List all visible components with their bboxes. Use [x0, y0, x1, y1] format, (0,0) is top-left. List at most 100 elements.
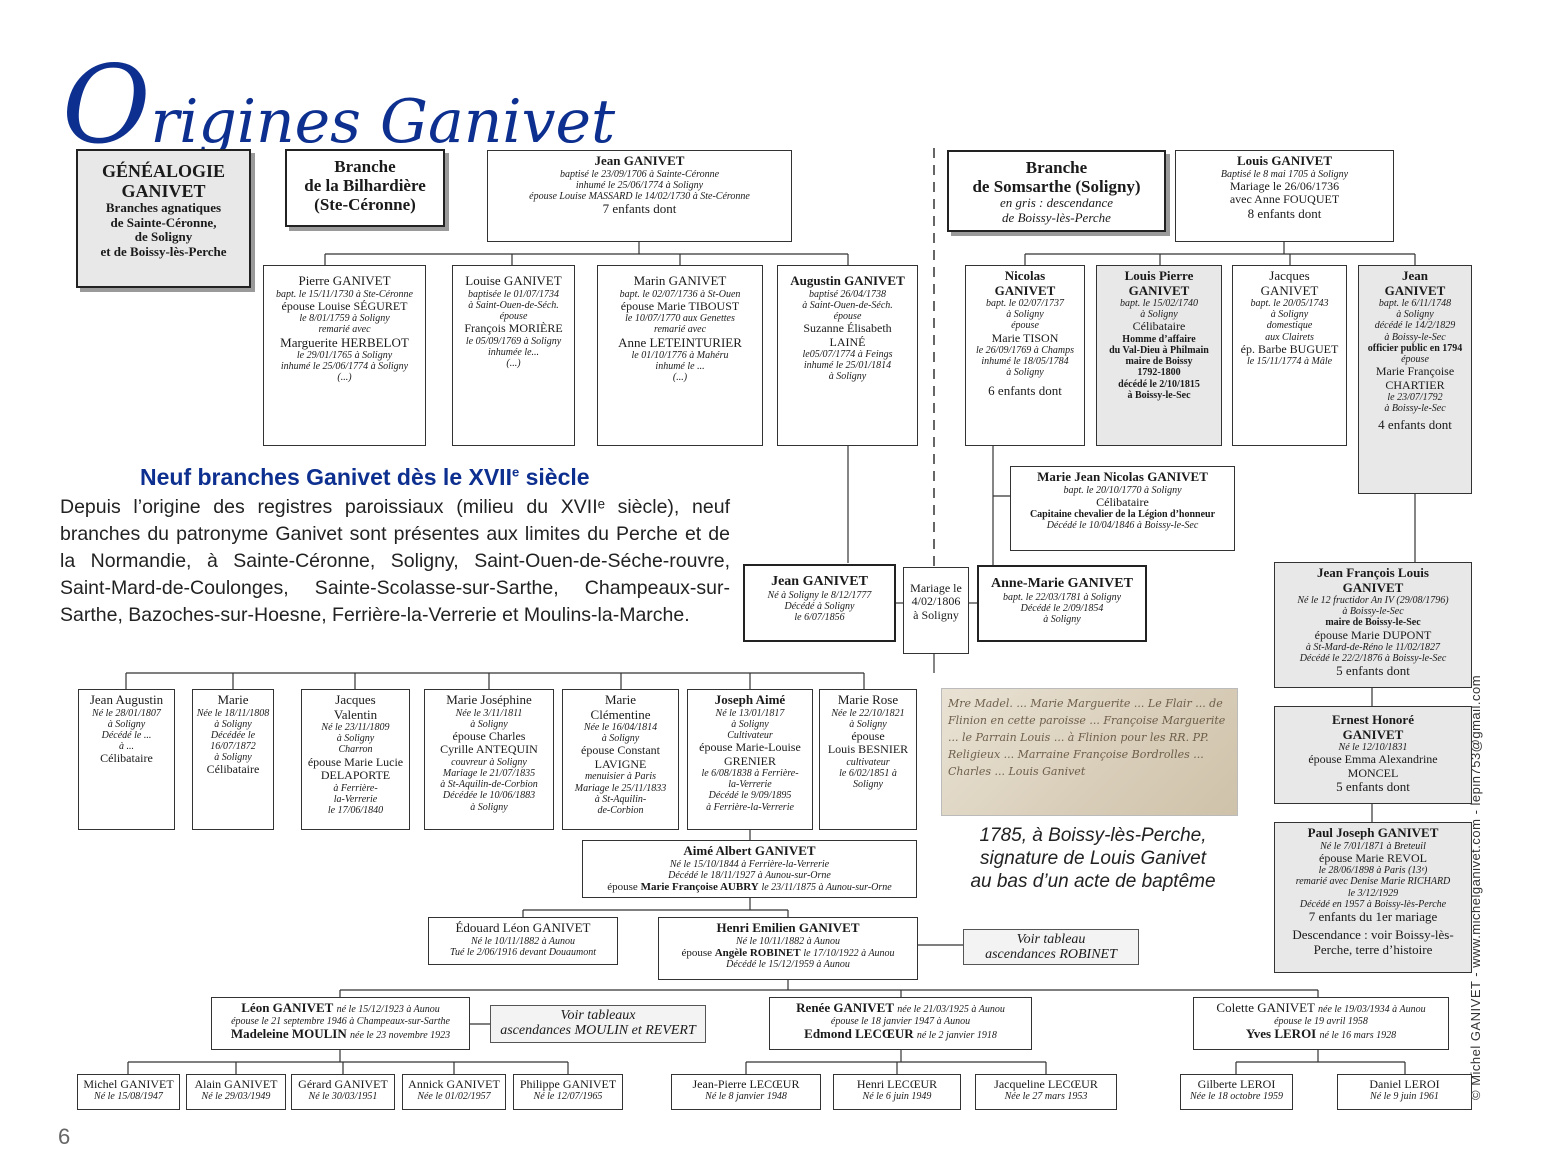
- person-detail: Né le 15/08/1947: [94, 1091, 163, 1103]
- person-detail: Né le 13/01/1817: [715, 707, 785, 719]
- person-detail: Né le 7/01/1871 à Breteuil: [1320, 840, 1426, 852]
- ref-robinet[interactable]: Voir tableau ascendances ROBINET: [963, 929, 1139, 965]
- person-detail: Marguerite HERBELOT: [280, 334, 409, 350]
- person-detail: baptisé 26/04/1738: [809, 288, 886, 300]
- person-detail: inhumé le 25/01/1814: [803, 360, 892, 372]
- person-name: Colette GANIVET: [1216, 1000, 1315, 1015]
- person-detail: Suzanne Élisabeth: [803, 321, 892, 336]
- header-line: (Ste-Céronne): [314, 195, 416, 215]
- page-number: 6: [58, 1124, 71, 1149]
- person-jean-1706: Jean GANIVET baptisé le 23/09/1706 à Sai…: [487, 150, 792, 242]
- person-detail: à Boissy-le-Sec: [1384, 331, 1446, 343]
- person-detail: à Soligny: [1140, 309, 1178, 321]
- person-gilberte: Gilberte LEROI Née le 18 octobre 1959: [1180, 1074, 1293, 1110]
- person-name: Jacques: [335, 692, 376, 707]
- page-title: Origines Ganivet: [62, 52, 615, 160]
- person-detail: avec Anne FOUQUET: [1229, 192, 1340, 207]
- person-detail: (...): [506, 357, 521, 369]
- person-detail: Charron: [338, 744, 373, 756]
- person-name: Anne-Marie GANIVET: [991, 576, 1133, 591]
- person-name: Jean-Pierre LECŒUR: [692, 1077, 800, 1091]
- person-detail: à Saint-Ouen-de-Séch.: [802, 299, 893, 311]
- header-line: en gris : descendance: [1000, 195, 1113, 211]
- person-gerard: Gérard GANIVET Né le 30/03/1951: [291, 1074, 395, 1110]
- person-detail: le 6/02/1851 à: [839, 767, 897, 779]
- person-name: Jean François Louis: [1317, 565, 1429, 580]
- person-detail: bapt. le 02/07/1737: [985, 298, 1065, 310]
- person-detail: Célibataire: [1096, 494, 1149, 509]
- person-detail: le 15/11/1774 à Mâle: [1246, 356, 1333, 368]
- photo-handwriting: Mre Madel. ... Marie Marguerite ... Le F…: [948, 697, 1226, 778]
- ref-moulin-revert[interactable]: Voir tableaux ascendances MOULIN et REVE…: [490, 1005, 706, 1043]
- person-detail: DELAPORTE: [320, 768, 391, 783]
- person-detail: Né le 10/11/1882 à Aunou: [470, 935, 576, 947]
- person-detail: Mariage le 21/07/1835: [442, 767, 536, 779]
- person-detail: à Boissy-le-Sec: [1384, 403, 1446, 415]
- person-spouse: Yves LEROI: [1245, 1025, 1317, 1041]
- person-name: Gérard GANIVET: [298, 1077, 388, 1091]
- person-detail: officier public en 1794: [1367, 342, 1463, 354]
- ref-line: ascendances ROBINET: [985, 946, 1117, 962]
- person-detail: domestique: [1266, 320, 1313, 332]
- person-detail: née le 21/03/1925 à Aunou: [897, 1004, 1005, 1015]
- ref-line: ascendances MOULIN et REVERT: [500, 1022, 696, 1038]
- person-detail: le 26/09/1769 à Champs: [975, 345, 1075, 357]
- person-spouse: Edmond LECŒUR: [804, 1025, 914, 1041]
- person-detail: inhumé le 18/05/1784: [981, 356, 1069, 368]
- person-edouard: Édouard Léon GANIVET Né le 10/11/1882 à …: [428, 917, 618, 965]
- person-marie-jean-nicolas: Marie Jean Nicolas GANIVET bapt. le 20/1…: [1010, 466, 1235, 551]
- person-nicolas: Nicolas GANIVET bapt. le 02/07/1737 à So…: [965, 265, 1085, 446]
- person-alain: Alain GANIVET Né le 29/03/1949: [186, 1074, 286, 1110]
- person-detail: Marie Françoise: [1375, 364, 1455, 379]
- person-detail: à Soligny: [731, 718, 769, 730]
- person-name: Michel GANIVET: [83, 1077, 174, 1091]
- person-detail: Décédé à Soligny: [784, 600, 855, 612]
- person-detail: le 29/01/1765 à Soligny: [296, 350, 393, 362]
- person-detail: à Boissy-le-Sec: [1342, 606, 1404, 618]
- person-detail: François MORIÈRE: [464, 321, 563, 336]
- person-name: Alain GANIVET: [194, 1077, 278, 1091]
- person-detail: 7 enfants dont: [602, 201, 677, 217]
- person-detail: épouse: [851, 728, 885, 743]
- person-aime-albert: Aimé Albert GANIVET Né le 15/10/1844 à F…: [582, 840, 917, 898]
- person-detail: remarié avec: [318, 324, 371, 336]
- person-name: Marie: [604, 692, 637, 707]
- person-jean-augustin: Jean Augustin Né le 28/01/1807 à Soligny…: [78, 689, 175, 830]
- person-detail: Décédé le 22/2/1876 à Boissy-le-Sec: [1299, 653, 1447, 665]
- person-detail: bapt. le 20/10/1770 à Soligny: [1063, 484, 1182, 496]
- header-line: de Soligny: [134, 229, 193, 245]
- person-detail: Né le 23/11/1809: [321, 722, 390, 734]
- person-detail: Décédé en 1957 à Boissy-lès-Perche: [1299, 898, 1447, 910]
- person-name: GANIVET: [1384, 282, 1446, 298]
- person-name: Valentin: [333, 706, 378, 722]
- person-detail: le 17/10/1922 à Aunou: [803, 947, 895, 959]
- header-line: Branche: [334, 157, 396, 176]
- person-detail: 8 enfants dont: [1247, 205, 1322, 221]
- person-detail: à Soligny: [470, 718, 508, 730]
- person-detail: épouse le 19 avril 1958: [1274, 1015, 1368, 1027]
- person-detail: inhumé le 25/06/1774 à Soligny: [280, 361, 409, 373]
- person-detail: à Boissy-le-Sec: [1127, 389, 1191, 401]
- person-detail: Né le 9 juin 1961: [1370, 1091, 1439, 1103]
- person-ernest: Ernest Honoré GANIVET Né le 12/10/1831 é…: [1274, 706, 1472, 804]
- person-detail: bapt. le 15/11/1730 à Ste-Céronne: [276, 288, 413, 300]
- person-detail: Marie TISON: [991, 330, 1059, 345]
- person-name: Paul Joseph GANIVET: [1307, 825, 1439, 840]
- person-detail: Décédé le 10/04/1846 à Boissy-le-Sec: [1046, 520, 1199, 532]
- person-name: GANIVET: [1128, 282, 1190, 298]
- person-detail: le 17/06/1840: [327, 804, 384, 816]
- person-detail: à Soligny: [214, 752, 252, 764]
- person-marie-josephine: Marie Joséphine Née le 3/11/1811 à Solig…: [424, 689, 554, 830]
- caption-line: 1785, à Boissy-lès-Perche,: [979, 825, 1207, 846]
- person-detail: LAVIGNE: [594, 756, 647, 771]
- person-detail: LAINÉ: [829, 334, 866, 349]
- person-name: Léon GANIVET: [241, 1000, 334, 1015]
- person-detail: le 01/10/1776 à Mahéru: [631, 350, 729, 362]
- person-detail: Décédé le 2/09/1854: [1020, 602, 1104, 614]
- person-detail: Mariage le 25/11/1833: [574, 782, 667, 794]
- person-detail: Né le 30/03/1951: [308, 1091, 378, 1103]
- person-detail: Décédé le 15/12/1959 à Aunou: [726, 959, 850, 971]
- person-detail: Né le 12/10/1831: [1338, 742, 1408, 754]
- person-detail: le 28/06/1898 à Paris (13ᵉ): [1318, 865, 1428, 877]
- person-detail: Célibataire: [206, 762, 260, 777]
